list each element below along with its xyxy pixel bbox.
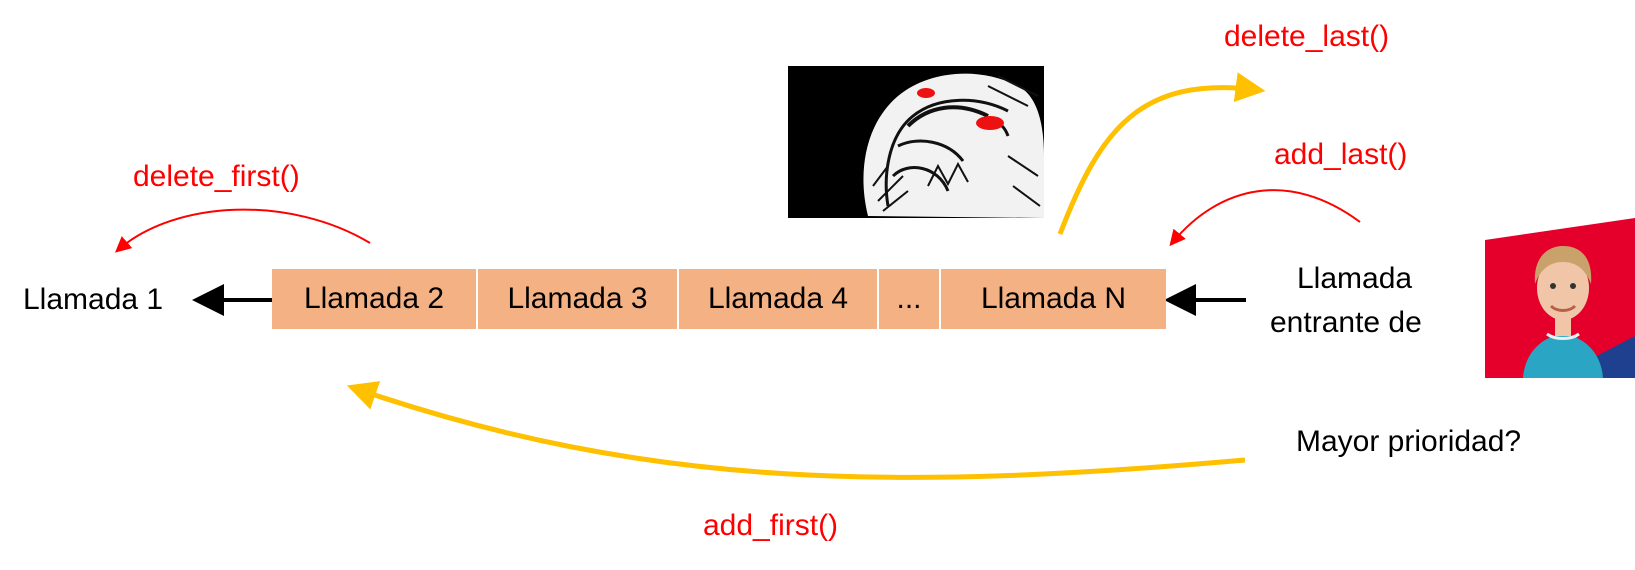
delete-first-label: delete_first() — [133, 160, 300, 193]
delete-last-curve — [1057, 72, 1266, 235]
delete-first-curve — [114, 208, 371, 253]
queue-cell: Llamada 4 — [679, 269, 879, 329]
incoming-line2: entrante de — [1270, 306, 1422, 339]
rage-face-image — [788, 66, 1044, 218]
priority-question: Mayor prioridad? — [1296, 425, 1522, 458]
delete-last-label: delete_last() — [1224, 20, 1390, 53]
incoming-line1: Llamada — [1297, 262, 1413, 295]
add-last-curve — [1169, 189, 1361, 247]
queue-cell: Llamada 3 — [478, 269, 679, 329]
outgoing-call-label: Llamada 1 — [23, 283, 164, 316]
queue-cell: Llamada 2 — [272, 269, 478, 329]
add-last-label: add_last() — [1274, 138, 1408, 171]
caller-portrait-photo — [1485, 218, 1635, 378]
add-first-label: add_first() — [703, 509, 839, 542]
call-queue: Llamada 2 Llamada 3 Llamada 4 ... Llamad… — [272, 269, 1166, 329]
queue-cell: ... — [879, 269, 941, 329]
add-first-curve — [346, 381, 1246, 480]
queue-cell: Llamada N — [941, 269, 1166, 329]
